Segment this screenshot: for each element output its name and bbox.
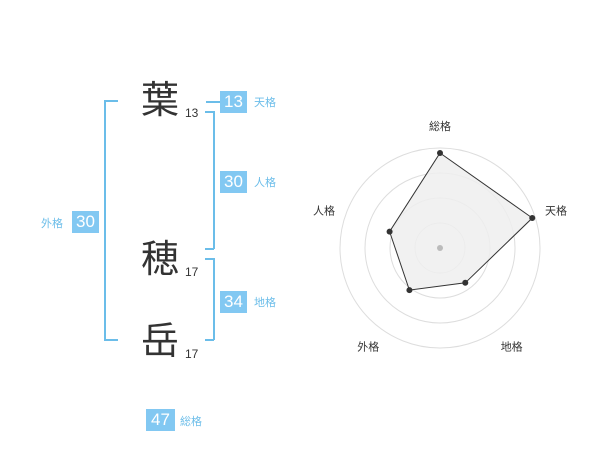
- tenkaku-connector: [206, 101, 220, 103]
- chikaku-label: 地格: [254, 296, 276, 309]
- stroke-count-3: 17: [185, 347, 199, 361]
- radar-point-4: [406, 287, 413, 294]
- radar-point-2: [529, 215, 536, 222]
- radar-point-1: [437, 150, 443, 156]
- gaikaku-bracket-bottom: [104, 339, 118, 341]
- name-char-1: 葉: [140, 78, 179, 122]
- jinkaku-label: 人格: [254, 176, 276, 189]
- gaikaku-value-badge: 30: [72, 211, 99, 233]
- chikaku-bracket-line: [213, 258, 215, 340]
- tenkaku-value-badge: 13: [220, 91, 247, 113]
- stroke-count-1: 13: [185, 106, 199, 120]
- name-char-2: 穂: [140, 237, 179, 281]
- radar-axis-label-2: 天格: [545, 203, 567, 217]
- jinkaku-value-badge: 30: [220, 171, 247, 193]
- radar-axis-label-3: 地格: [501, 340, 523, 354]
- gaikaku-bracket-top: [104, 100, 118, 102]
- gaikaku-label: 外格: [41, 217, 63, 230]
- radar-point-5: [386, 228, 393, 235]
- radar-axis-label-5: 人格: [313, 203, 335, 217]
- jinkaku-bracket-line: [213, 111, 215, 249]
- jinkaku-bracket-top: [205, 111, 214, 113]
- chikaku-value-badge: 34: [220, 291, 247, 313]
- jinkaku-bracket-bottom: [205, 248, 214, 250]
- name-char-3: 岳: [140, 319, 179, 363]
- radar-point-3: [462, 279, 469, 286]
- radar-ring-4: [339, 147, 541, 349]
- soukaku-value-badge: 47: [146, 409, 175, 431]
- tenkaku-label: 天格: [254, 96, 276, 109]
- radar-axis-label-1: 総格: [429, 119, 451, 133]
- gaikaku-bracket-line: [104, 100, 106, 340]
- radar-points: [386, 150, 536, 294]
- chikaku-bracket-bottom: [205, 339, 214, 341]
- radar-center-dot: [437, 245, 443, 251]
- stroke-count-2: 17: [185, 265, 199, 279]
- radar-axis-label-4: 外格: [357, 340, 379, 354]
- soukaku-label: 総格: [180, 415, 202, 428]
- chikaku-bracket-top: [205, 258, 214, 260]
- radar-value-polygon: [389, 152, 534, 291]
